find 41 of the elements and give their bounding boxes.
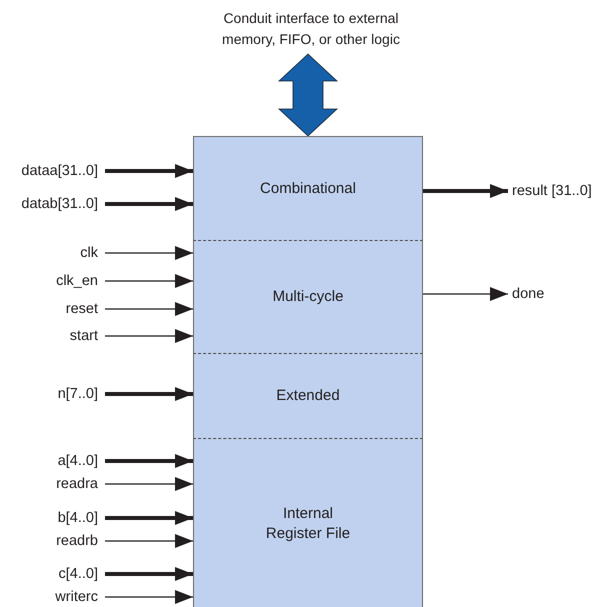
signal-name: writerc xyxy=(0,587,105,607)
interface-note: Conduit interface to external memory, FIFO, or other logic xyxy=(196,8,426,54)
signal-name: a[4..0] xyxy=(0,451,105,471)
signal-arrow xyxy=(105,246,193,260)
section-label: Internal Register File xyxy=(264,504,352,544)
double-arrow xyxy=(278,53,338,137)
signal-arrow xyxy=(423,184,508,198)
signal-arrow xyxy=(423,287,508,301)
signal-arrow xyxy=(105,454,193,468)
signal-name: clk_en xyxy=(0,271,105,291)
signal-name: dataa[31..0] xyxy=(0,161,105,181)
signal-arrow xyxy=(105,197,193,211)
section-label: Combinational xyxy=(260,178,356,198)
signal-name: datab[31..0] xyxy=(0,194,105,214)
signal-arrow xyxy=(105,164,193,178)
signal-arrow xyxy=(105,387,193,401)
signal-arrow xyxy=(105,534,193,548)
block-section xyxy=(193,353,423,438)
signal-arrow xyxy=(105,329,193,343)
signal-arrow xyxy=(105,567,193,581)
signal-arrow xyxy=(105,590,193,604)
signal-name: done xyxy=(508,284,602,304)
signal-name: c[4..0] xyxy=(0,564,105,584)
signal-name: start xyxy=(0,326,105,346)
signal-arrow xyxy=(105,274,193,288)
signal-name: clk xyxy=(0,243,105,263)
section-label: Multi-cycle xyxy=(272,287,344,307)
signal-arrow xyxy=(105,477,193,491)
block-section xyxy=(193,240,423,353)
signal-name: readrb xyxy=(0,531,105,551)
block-section xyxy=(193,438,423,607)
block-section xyxy=(193,137,423,240)
signal-name: result [31..0] xyxy=(508,181,602,201)
signal-name: readra xyxy=(0,474,105,494)
signal-arrow xyxy=(105,511,193,525)
signal-name: b[4..0] xyxy=(0,508,105,528)
section-label: Extended xyxy=(276,386,340,406)
signal-arrow xyxy=(105,302,193,316)
custom-instruction-block xyxy=(193,136,423,607)
signal-name: n[7..0] xyxy=(0,384,105,404)
signal-name: reset xyxy=(0,299,105,319)
